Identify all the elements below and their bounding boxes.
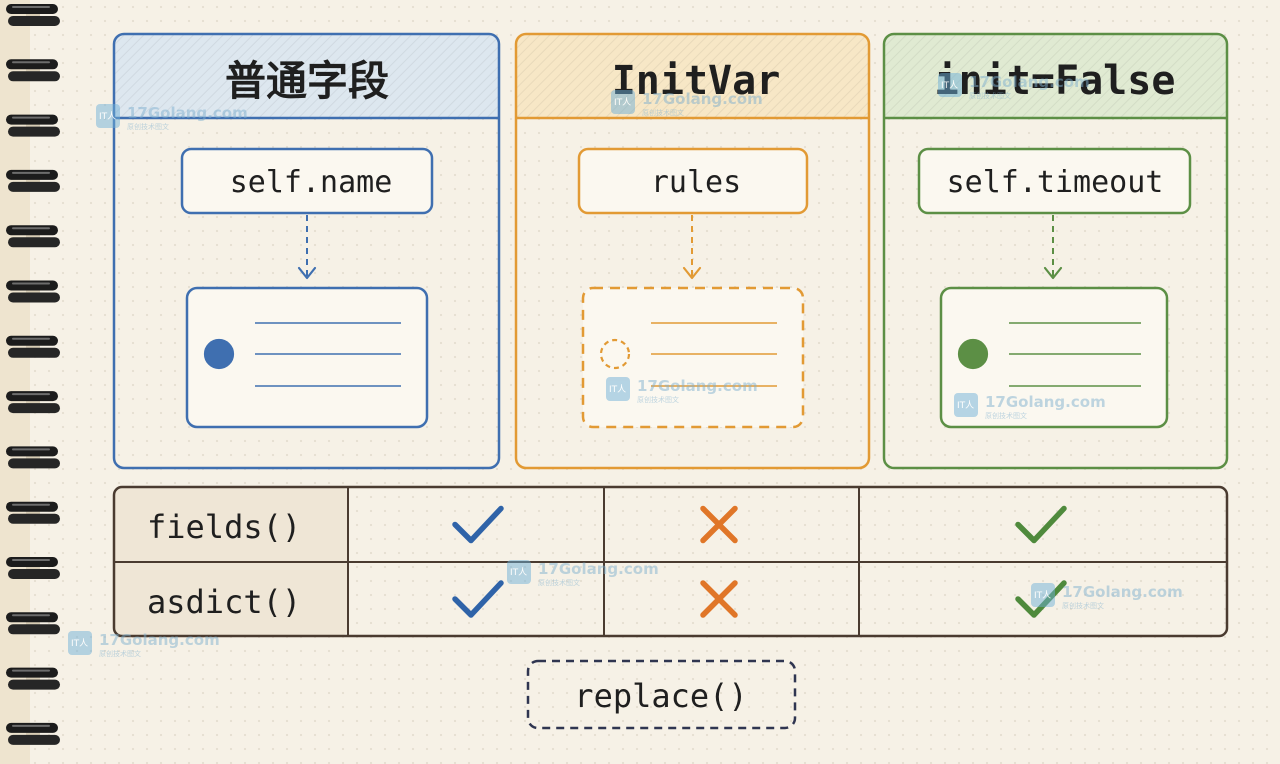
check-icon [452, 505, 504, 544]
instance-card-lines-1 [651, 322, 777, 387]
cross-stroke [700, 580, 738, 618]
field-name-label-self-timeout: self.timeout [947, 165, 1164, 200]
instance-card-lines-0 [255, 322, 401, 387]
watermark-logo-text: IT人 [614, 97, 631, 108]
watermark-logo-icon [611, 90, 635, 114]
column-init-false: init=False self.timeout [882, 32, 1229, 470]
watermark-text: 17Golang.com [538, 560, 659, 578]
check-icon [452, 580, 504, 618]
watermark-logo-text: IT人 [510, 567, 527, 578]
watermark-logo-icon [96, 104, 120, 128]
field-name-label-self-name: self.name [230, 165, 393, 200]
watermark-subtext: 原创技术图文 [99, 649, 141, 658]
watermark-text: 17Golang.com [642, 90, 763, 108]
watermark-subtext: 原创技术图文 [985, 411, 1027, 420]
column-initvar: InitVar rules [514, 32, 871, 470]
cross-icon [700, 580, 738, 618]
watermark-text: 17Golang.com [1062, 583, 1183, 601]
watermark-subtext: 原创技术图文 [969, 91, 1011, 100]
instance-card-dot-1 [599, 338, 631, 370]
watermark-logo-icon [954, 393, 978, 417]
watermark-logo-icon [68, 631, 92, 655]
comparison-table: fields() asdict() [112, 485, 1229, 638]
field-arrowhead-0 [297, 266, 317, 280]
watermark-subtext: 原创技术图文 [127, 122, 169, 131]
watermark-logo-text: IT人 [71, 638, 88, 649]
instance-card-dot-2 [957, 338, 989, 370]
watermark-text: 17Golang.com [99, 631, 220, 649]
watermark-logo-text: IT人 [99, 111, 116, 122]
column-header-hatch-2 [884, 34, 1227, 118]
watermark-logo-text: IT人 [957, 400, 974, 411]
watermark-logo-icon [938, 73, 962, 97]
field-name-box-2 [917, 147, 1192, 215]
column-frame-1 [514, 32, 871, 470]
row-label-fields: fields() [147, 508, 301, 546]
column-title-regular: 普通字段 [225, 57, 389, 105]
watermark-subtext: 原创技术图文 [637, 395, 679, 404]
instance-card-dot-0 [203, 338, 235, 370]
row-label-asdict: asdict() [147, 583, 301, 621]
watermark-text: 17Golang.com [985, 393, 1106, 411]
field-arrowhead-2 [1043, 266, 1063, 280]
watermark-subtext: 原创技术图文 [642, 108, 684, 117]
column-header-hatch-0 [114, 34, 499, 118]
column-regular-field: 普通字段 self.name [112, 32, 501, 470]
instance-card-1 [581, 286, 805, 429]
field-name-box-1 [577, 147, 809, 215]
column-header-hatch-1 [516, 34, 869, 118]
watermark-text: 17Golang.com [127, 104, 248, 122]
field-name-box-0 [180, 147, 434, 215]
table-marks [452, 505, 1067, 618]
watermark-logo-text: IT人 [1034, 590, 1051, 601]
replace-footer: replace() [526, 659, 797, 730]
watermark-subtext: 原创技术图文 [538, 578, 580, 587]
watermark-logo-text: IT人 [941, 80, 958, 91]
watermark-logo-icon [606, 377, 630, 401]
cross-stroke [700, 505, 738, 544]
column-title-initvar: InitVar [612, 58, 781, 104]
column-frame-0 [112, 32, 501, 470]
watermark-logo-text: IT人 [609, 384, 626, 395]
table-grid-lines [114, 487, 1227, 636]
instance-card-lines-2 [1009, 322, 1141, 387]
cross-icon [700, 505, 738, 544]
column-title-init-false: init=False [935, 58, 1176, 104]
field-arrowhead-1 [682, 266, 702, 280]
replace-label: replace() [574, 677, 747, 715]
check-icon [1015, 580, 1067, 618]
check-icon [1015, 505, 1067, 544]
watermark-logo-icon [507, 560, 531, 584]
replace-box [526, 659, 797, 730]
watermark-subtext: 原创技术图文 [1062, 601, 1104, 610]
field-name-label-rules: rules [651, 165, 741, 200]
column-frame-2 [882, 32, 1229, 470]
watermark-logo-icon [1031, 583, 1055, 607]
watermark-text: 17Golang.com [969, 73, 1090, 91]
watermark-text: 17Golang.com [637, 377, 758, 395]
